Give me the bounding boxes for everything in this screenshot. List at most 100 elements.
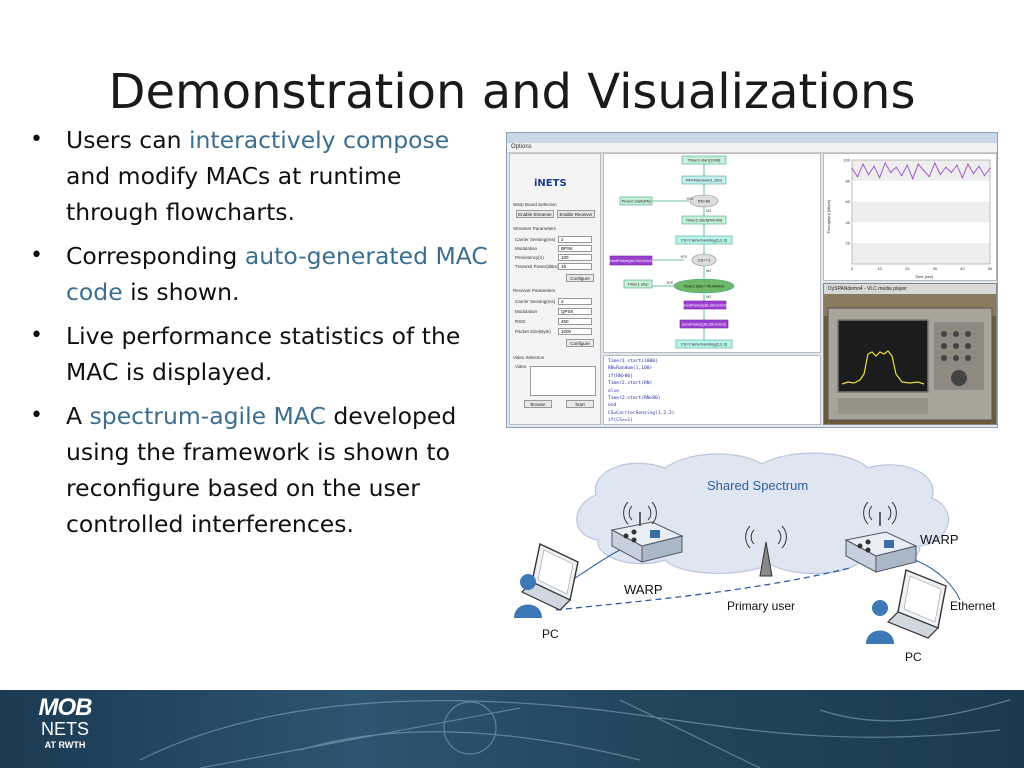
video-label: Video	[515, 364, 527, 369]
mobnets-logo: MOB NETS AT RWTH	[38, 694, 93, 751]
generated-code-panel[interactable]: Timer1.start(1000) RN=Random(1,100) if(R…	[603, 355, 821, 425]
throughput-point	[890, 171, 892, 174]
throughput-point	[884, 162, 886, 164]
transmit-power-select[interactable]: 15	[558, 263, 592, 270]
spectrum-analyzer-photo	[824, 294, 996, 424]
flow-node-label: CS==1	[698, 258, 711, 263]
throughput-point	[928, 176, 930, 178]
throughput-point	[895, 166, 897, 168]
y-tick-label: 80	[846, 178, 851, 183]
vlc-video-panel: DySPANdemo4 - VLC media player	[823, 283, 997, 425]
network-svg	[514, 452, 961, 644]
flow-node-label: CS=CarrierSensing(1,2,3)	[681, 238, 728, 243]
flow-decision[interactable]	[689, 194, 719, 208]
flow-node[interactable]	[609, 255, 653, 266]
video-field[interactable]	[530, 366, 596, 396]
flow-node-label: Timer1 stop	[628, 282, 650, 287]
ethernet-label: Ethernet	[950, 599, 996, 613]
warp-right-label: WARP	[920, 532, 959, 547]
flow-node[interactable]	[675, 339, 733, 349]
start-button[interactable]: Start	[566, 400, 594, 408]
flow-node[interactable]	[681, 215, 727, 225]
ethernet-link-left	[571, 549, 621, 581]
pc-left-label: PC	[542, 627, 559, 641]
throughput-point	[950, 171, 952, 174]
flow-node[interactable]	[623, 279, 653, 289]
grid-band	[852, 160, 990, 181]
flow-node[interactable]	[675, 235, 733, 245]
packet-size-label: Packet Size(Byte)	[515, 329, 551, 334]
modulation-select[interactable]: BPSK	[558, 245, 592, 252]
bullet-item: •Live performance statistics of the MAC …	[28, 318, 488, 390]
throughput-point	[972, 172, 975, 175]
flow-node-label: Timer1 state==RUNNING	[684, 285, 725, 289]
flow-node-label: SendPacket(pkt,100,0x0c0)	[683, 304, 727, 308]
wireless-link	[555, 567, 851, 611]
video-selection-label: Video Selection	[513, 355, 545, 360]
x-tick-label: 0	[851, 266, 854, 271]
throughput-point	[867, 173, 870, 176]
flow-node[interactable]	[619, 196, 653, 206]
throughput-point	[983, 175, 986, 177]
flow-node[interactable]	[683, 300, 727, 310]
flow-node[interactable]	[681, 155, 727, 165]
enable-receiver-button[interactable]: Enable Receiver	[557, 210, 595, 218]
pc-left-icon	[514, 542, 579, 618]
flowchart-panel[interactable]: Timer1.start(1000) RN=Random(1,100) RN>8…	[603, 153, 821, 353]
rssi-label: RSSI	[515, 319, 526, 324]
flow-node-label: Timer2.start(RN>80)	[686, 218, 723, 223]
x-axis-label: Time [sec]	[915, 274, 933, 279]
ethernet-link-right	[914, 559, 961, 601]
throughput-point	[873, 165, 875, 167]
transmit-power-label: Transmit Power(dBm)	[515, 264, 559, 269]
flow-decision[interactable]	[673, 278, 735, 294]
plot-frame	[851, 159, 991, 265]
carrier-sensing-r-select[interactable]: 2	[558, 298, 592, 305]
modulation-r-field[interactable]: QPSK	[558, 308, 592, 315]
warp-board-label: Warp Board Selection	[513, 202, 557, 207]
network-diagram: Shared Spectrum WARP WARP Primary user E…	[500, 450, 1024, 675]
flow-edge-label: NO	[706, 295, 712, 299]
browse-button[interactable]: Browse	[524, 400, 552, 408]
bullet-item: •Corresponding auto-generated MAC code i…	[28, 238, 488, 310]
rssi-field[interactable]: 450	[558, 318, 592, 325]
slide-title: Demonstration and Visualizations	[108, 64, 916, 120]
flow-decision[interactable]	[691, 253, 717, 267]
y-axis-label: Throughput [Mbps]	[826, 200, 831, 234]
flow-edge-label: YES	[686, 197, 694, 201]
y-tick-label: 40	[846, 220, 851, 225]
throughput-point	[851, 167, 853, 169]
carrier-sensing-r-label: Carrier Sensing(ms)	[515, 299, 556, 304]
persistency-select[interactable]: 100	[558, 254, 592, 261]
flow-node-label: SendPacket(pkt,100,0x0c0)	[682, 323, 726, 327]
y-tick-label: 100	[843, 158, 850, 163]
packet-size-field[interactable]: 1000	[558, 328, 592, 335]
footer-sketch-decoration	[139, 699, 1011, 768]
flow-node[interactable]	[681, 175, 727, 185]
persistency-label: Persistency(1)	[515, 255, 544, 260]
configure-receiver-button[interactable]: Configure	[566, 339, 594, 347]
bullet-dot-icon: •	[30, 323, 43, 348]
code-line: RN=Random(1,100)	[608, 366, 653, 372]
code-line: if(CS==1)	[608, 418, 633, 424]
carrier-sensing-select[interactable]: 2	[558, 236, 592, 243]
code-line: if(RN>80)	[608, 373, 633, 379]
throughput-point	[879, 177, 881, 179]
throughput-point	[912, 178, 914, 180]
flow-node-label: SendPacket(pkt,100,0x0c0)	[609, 259, 653, 263]
enable-streamer-button[interactable]: Enable Streamer	[516, 210, 554, 218]
x-tick-label: 20	[905, 266, 910, 271]
receiver-params-label: Receiver Parameters	[513, 288, 556, 293]
throughput-point	[978, 165, 980, 167]
code-line: else	[608, 388, 620, 394]
menu-options[interactable]: Options	[507, 143, 997, 153]
pc-right-icon	[866, 569, 947, 644]
inets-logo: iNETS	[534, 178, 567, 189]
configure-streamer-button[interactable]: Configure	[566, 274, 594, 282]
flow-node[interactable]	[679, 319, 729, 329]
flow-edge-label: NO	[706, 209, 712, 213]
footer-band: MOB NETS AT RWTH	[0, 690, 1024, 768]
bullet-list: •Users can interactively compose and mod…	[28, 122, 488, 550]
